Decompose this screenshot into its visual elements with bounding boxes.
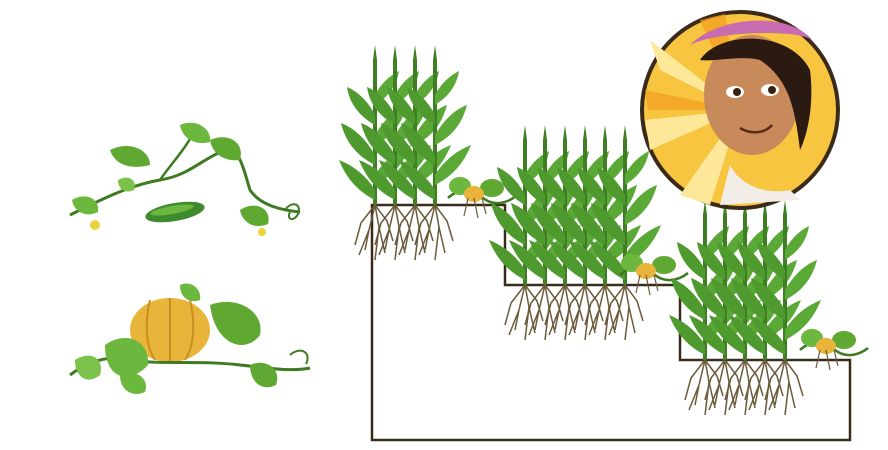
corn-group-bottom [669, 200, 821, 415]
corn-group-top [339, 45, 471, 260]
squash-vine-3 [800, 329, 868, 370]
farmer-portrait-icon [642, 12, 838, 208]
corn-group-middle [489, 125, 661, 340]
cucumber-vine-icon [70, 123, 300, 236]
pumpkin-plant-icon [70, 283, 310, 394]
